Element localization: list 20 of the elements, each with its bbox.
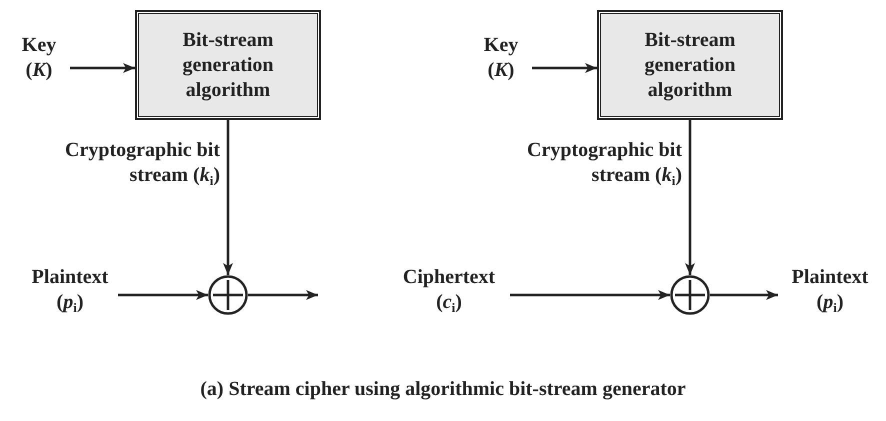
arrow: [532, 63, 597, 73]
arrow: [223, 120, 233, 275]
xor-symbol: [208, 275, 248, 315]
arrow: [510, 290, 670, 300]
arrow: [70, 63, 135, 73]
signal-label: Ciphertext (c$_{i}$): [402, 265, 496, 315]
signal-label: Key (K): [482, 33, 520, 83]
process-box: [135, 10, 321, 120]
box-label: Bit-stream generation algorithm: [181, 28, 275, 102]
process-box: [597, 10, 783, 120]
signal-label: Key (K): [20, 33, 58, 83]
arrow: [118, 290, 208, 300]
signal-label: Plaintext (p$_{i}$): [790, 265, 870, 315]
signal-label: Plaintext (p$_{i}$): [30, 265, 110, 315]
caption: (a) Stream cipher using algorithmic bit-stream generator: [199, 378, 687, 401]
arrow: [248, 290, 318, 300]
arrow: [710, 290, 778, 300]
xor-symbol: [670, 275, 710, 315]
arrow: [685, 120, 695, 275]
box-label: Bit-stream generation algorithm: [643, 28, 737, 102]
